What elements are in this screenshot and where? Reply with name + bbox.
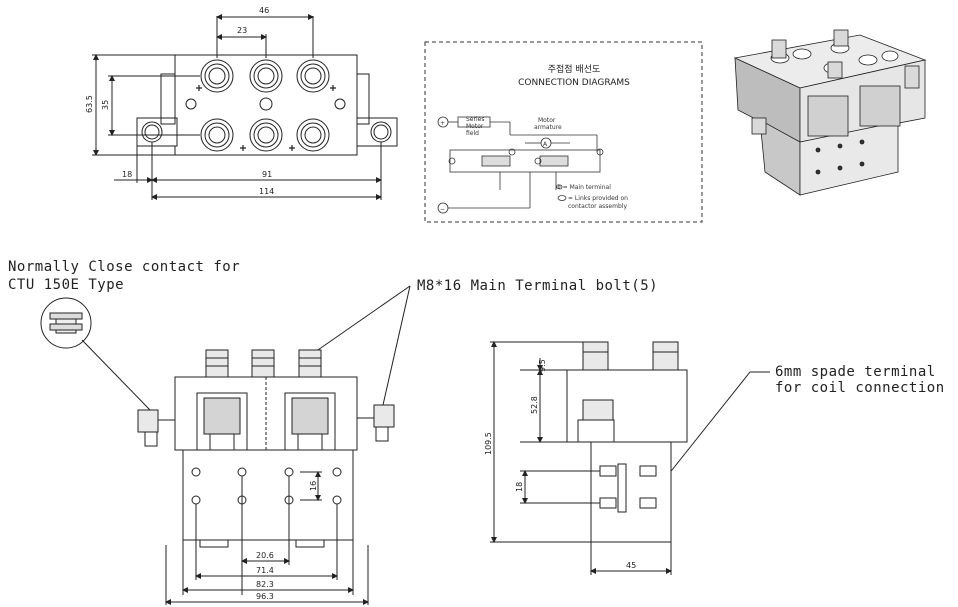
armature-label-2: armature: [534, 124, 562, 131]
nc-contact-note-line-1: Normally Close contact for: [8, 259, 240, 275]
legend-links-1: = Links provided on: [568, 195, 628, 202]
connection-diagram: 주접점 배선도 CONNECTION DIAGRAMS + − Series M…: [424, 41, 703, 223]
series-field-label-2: Motor: [466, 123, 484, 130]
dim-82-3: 82.3: [256, 580, 274, 589]
dim-96-3: 96.3: [256, 592, 274, 601]
diagram-title-korean: 주접점 배선도: [548, 63, 601, 75]
isometric-product-image: [733, 29, 927, 196]
minus-symbol: −: [440, 206, 445, 213]
terminal-circles: [185, 59, 346, 152]
side-view-lower-body: [590, 441, 672, 543]
dim-46: 46: [259, 6, 269, 15]
legend-links-2: contactor assembly: [568, 203, 627, 210]
dim-71-4: 71.4: [256, 566, 274, 575]
dim-18-top: 18: [122, 170, 132, 179]
diagram-title-english: CONNECTION DIAGRAMS: [518, 78, 630, 88]
series-field-label-1: Series: [466, 116, 484, 123]
connection-diagram-frame: [424, 41, 703, 223]
plus-symbol: +: [440, 120, 445, 127]
nc-contact-detail-circle: [40, 297, 92, 349]
dim-35: 35: [101, 100, 110, 110]
dim-91: 91: [262, 170, 272, 179]
dim-45: 45: [626, 561, 636, 570]
left-ear-terminal: [136, 117, 178, 147]
armature-label-1: Motor: [538, 117, 556, 124]
dim-109-5: 109.5: [484, 432, 493, 455]
front-view-lower-body: [182, 449, 354, 541]
dim-114: 114: [259, 187, 274, 196]
contactor-windows: [196, 392, 336, 451]
series-field-label-3: field: [466, 130, 479, 137]
legend-main-terminal: O = Main terminal: [556, 184, 611, 191]
main-terminal-bolt-note: M8*16 Main Terminal bolt(5): [417, 278, 658, 294]
dim-16: 16: [309, 481, 318, 491]
spade-terminals: [599, 463, 657, 513]
spade-terminal-note-line-1: 6mm spade terminal: [775, 364, 936, 380]
dim-9-5: 9.5: [538, 359, 547, 372]
side-view-drawing: [490, 341, 688, 575]
dim-23: 23: [237, 26, 247, 35]
dim-18-side: 18: [515, 482, 524, 492]
nc-contact-note-line-2: CTU 150E Type: [8, 277, 124, 293]
spade-terminal-note-line-2: for coil connection: [775, 380, 945, 396]
dim-63-5: 63.5: [85, 95, 94, 113]
dim-52-8: 52.8: [530, 396, 539, 414]
dim-20-6: 20.6: [256, 551, 274, 560]
top-view-drawing: [92, 14, 398, 200]
front-view-drawing: [137, 349, 395, 605]
armature-symbol: A: [543, 141, 548, 148]
